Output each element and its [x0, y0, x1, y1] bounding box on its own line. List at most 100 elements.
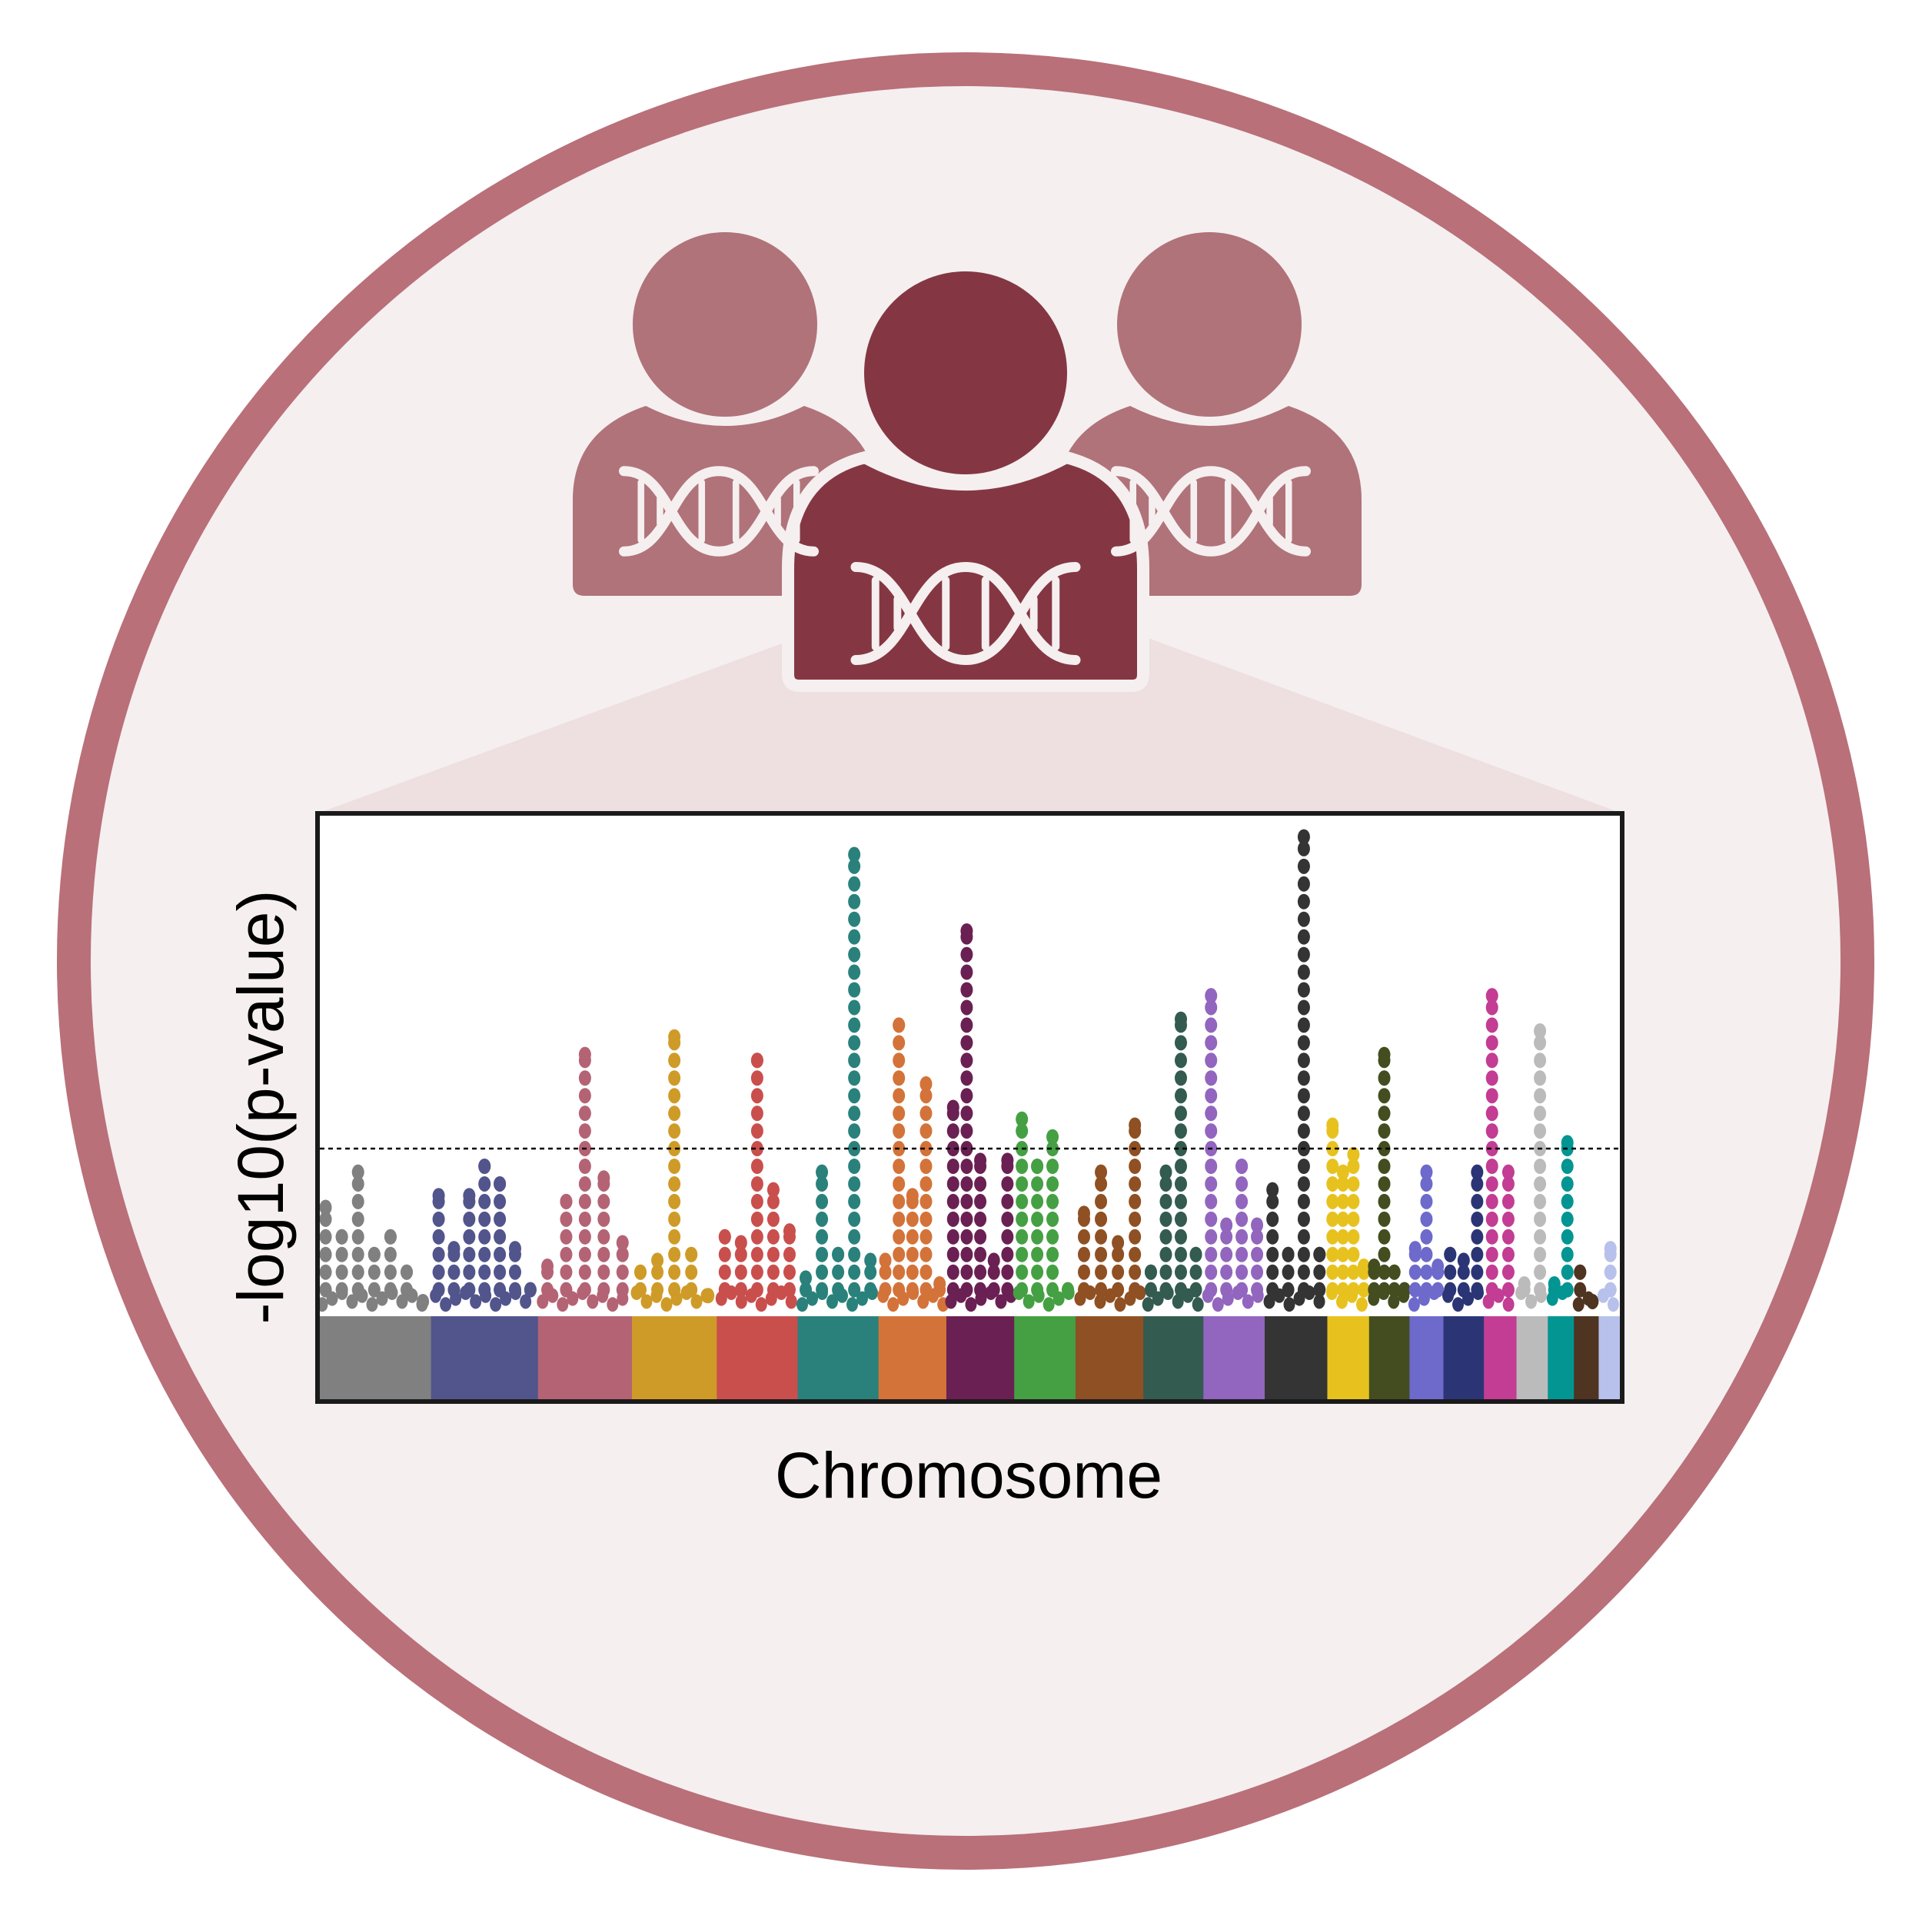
snp-point [1378, 1264, 1391, 1280]
snp-point [494, 1229, 507, 1245]
snp-peak-point [1205, 988, 1218, 1004]
snp-point [597, 1282, 610, 1298]
snp-point [1485, 1141, 1498, 1157]
snp-point [893, 1159, 906, 1174]
snp-point [1205, 1246, 1218, 1262]
snp-point [1313, 1264, 1326, 1280]
snp-peak-point [1586, 1293, 1599, 1309]
snp-point [848, 1017, 861, 1033]
snp-point [1501, 1175, 1515, 1192]
snp-point [1347, 1175, 1360, 1192]
dna-helix-icon [619, 466, 1311, 666]
snp-point [346, 1294, 358, 1309]
snp-point [463, 1246, 476, 1262]
snp-point [750, 1088, 763, 1104]
snp-point [1235, 1264, 1249, 1280]
snp-point [893, 1106, 906, 1122]
snp-point [478, 1229, 491, 1245]
snp-point [494, 1211, 507, 1227]
snp-point [1095, 1229, 1108, 1245]
snp-point [919, 1211, 933, 1227]
snp-point [1378, 1070, 1391, 1086]
snp-point [1266, 1264, 1279, 1280]
snp-point [668, 1211, 681, 1227]
snp-point [1174, 1088, 1187, 1104]
snp-point [1574, 1282, 1587, 1298]
snp-point [946, 1159, 959, 1174]
snp-point [783, 1264, 796, 1280]
snp-point [1001, 1193, 1014, 1209]
snp-point [946, 1193, 959, 1209]
snp-peak-point [750, 1052, 763, 1069]
snp-point [1336, 1193, 1349, 1209]
snp-point [1016, 1159, 1029, 1174]
people-group-icon [573, 232, 1362, 692]
snp-point [1420, 1264, 1433, 1280]
snp-point [945, 1294, 957, 1309]
snp-point [494, 1246, 507, 1262]
snp-point [816, 1246, 829, 1262]
snp-point [1534, 1282, 1547, 1298]
snp-point [1205, 1035, 1218, 1051]
snp-point [1485, 1282, 1498, 1298]
snp-peak-point [816, 1164, 829, 1180]
snp-point [607, 1297, 619, 1312]
snp-point [432, 1246, 445, 1262]
snp-point [1016, 1246, 1029, 1262]
snp-point [478, 1264, 491, 1280]
snp-point [668, 1106, 681, 1122]
snp-point [1297, 1070, 1310, 1086]
snp-point [1297, 1211, 1310, 1227]
snp-point [1297, 1123, 1310, 1139]
snp-point [960, 1159, 973, 1174]
magnification-funnel [318, 634, 1622, 813]
snp-point [1297, 946, 1310, 963]
snp-point [1205, 1088, 1218, 1104]
snp-point [1159, 1282, 1172, 1298]
snp-point [1378, 1159, 1391, 1174]
snp-peak-point [524, 1282, 537, 1298]
snp-point [755, 1297, 767, 1312]
snp-point [960, 999, 973, 1016]
snp-point [1336, 1229, 1349, 1245]
snp-point [946, 1175, 959, 1192]
snp-point [351, 1211, 364, 1227]
snp-point [1016, 1211, 1029, 1227]
snp-point [1561, 1175, 1574, 1192]
snp-point [879, 1282, 892, 1298]
snp-point [1501, 1282, 1515, 1298]
snp-peak-point [1357, 1259, 1370, 1275]
snp-point [319, 1264, 332, 1280]
snp-point [816, 1211, 829, 1227]
snp-point [1326, 1141, 1339, 1157]
snp-point [1220, 1282, 1233, 1298]
snp-peak-point [668, 1029, 681, 1045]
snp-point [816, 1264, 829, 1280]
snp-point [578, 1211, 591, 1227]
snp-point [766, 1282, 780, 1298]
snp-point [560, 1229, 573, 1245]
snp-peak-point [616, 1235, 629, 1251]
snp-point [1205, 1123, 1218, 1139]
snp-peak-point [1112, 1235, 1125, 1251]
snp-point [919, 1282, 933, 1298]
snp-point [351, 1282, 364, 1298]
snp-point [351, 1246, 364, 1262]
snp-peak-point [879, 1252, 892, 1269]
snp-peak-point [1144, 1264, 1157, 1280]
snp-peak-point [1485, 988, 1498, 1004]
snp-peak-point [1046, 1129, 1059, 1145]
snp-peak-point [1398, 1282, 1411, 1298]
snp-point [1355, 1297, 1368, 1312]
snp-point [1251, 1282, 1264, 1298]
chromosome-band [1548, 1316, 1575, 1402]
snp-point [440, 1297, 452, 1312]
snp-point [1001, 1282, 1014, 1298]
snp-point [906, 1264, 919, 1280]
snp-peak-point [335, 1229, 348, 1245]
snp-point [351, 1175, 364, 1192]
snp-point [848, 858, 861, 874]
chromosome-band [1368, 1316, 1410, 1402]
snp-point [668, 1070, 681, 1086]
snp-peak-point [351, 1164, 364, 1180]
